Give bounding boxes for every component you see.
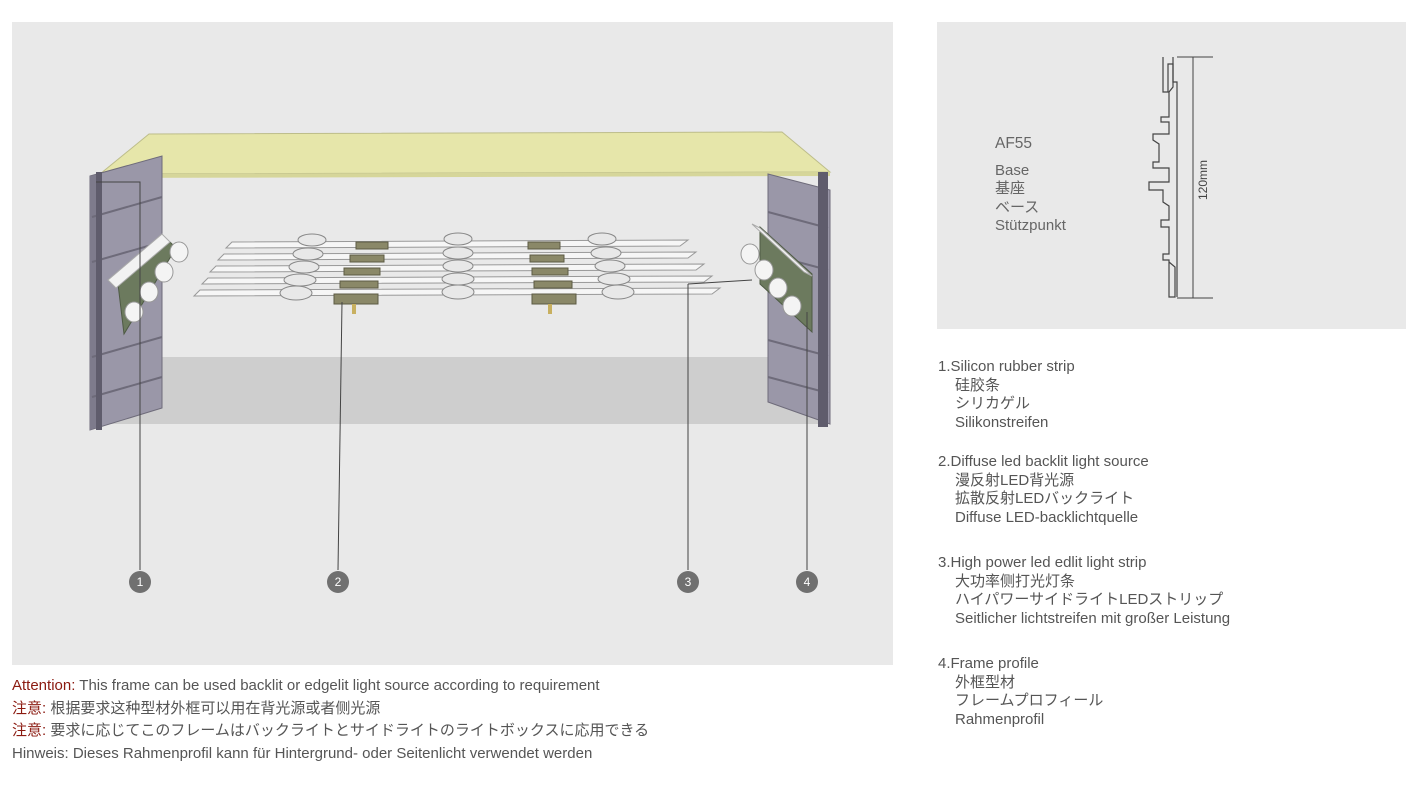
marker-3: 3 — [677, 571, 699, 593]
note-en-label: Attention: — [12, 677, 76, 694]
profile-outline — [1148, 57, 1178, 298]
top-sheet-edge — [100, 172, 830, 178]
note-de: Hinweis: Dieses Rahmenprofil kann für Hi… — [12, 744, 593, 762]
leader-line-2 — [337, 301, 343, 571]
profile-section-panel: 120mm AF55 Base 基座 ベース Stützpunkt — [937, 22, 1406, 329]
note-en: Attention: This frame can be used backli… — [12, 675, 649, 698]
legend-item-4: 4.Frame profile 外框型材 フレームプロフィール Rahmenpr… — [938, 655, 1103, 729]
profile-cross-section: 120mm — [1148, 56, 1213, 299]
legend-item-4-title: 4.Frame profile — [938, 655, 1039, 672]
legend-item-2-zh: 漫反射LED背光源 — [955, 471, 1075, 489]
backlight-led-strips — [192, 232, 722, 314]
leader-line-1 — [96, 181, 141, 570]
legend-item-3-zh: 大功率侧打光灯条 — [955, 572, 1076, 590]
legend-item-1-zh: 硅胶条 — [955, 376, 1001, 394]
marker-2: 2 — [327, 571, 349, 593]
legend-item-2-title: 2.Diffuse led backlit light source — [938, 453, 1149, 470]
note-ja-label: 注意: — [12, 722, 47, 739]
profile-code: AF55 — [995, 135, 1033, 152]
legend-item-2-de: Diffuse LED-backlichtquelle — [955, 508, 1139, 526]
legend-item-1-title: 1.Silicon rubber strip — [938, 358, 1075, 375]
profile-labels: AF55 Base 基座 ベース Stützpunkt — [995, 135, 1066, 236]
marker-1: 1 — [129, 571, 151, 593]
legend-item-1-ja: シリカゲル — [955, 395, 1031, 412]
right-led-strip — [740, 223, 813, 334]
note-ja: 注意: 要求に応じてこのフレームはバックライトとサイドライトのライトボックスに応… — [12, 720, 649, 743]
legend-item-4-ja: フレームプロフィール — [955, 692, 1104, 709]
frame-illustration-panel: 1 2 3 4 — [12, 22, 893, 665]
attention-notes: Attention: This frame can be used backli… — [12, 675, 649, 765]
note-zh: 注意: 根据要求这种型材外框可以用在背光源或者侧光源 — [12, 698, 649, 721]
legend-item-2-ja: 拡散反射LEDバックライト — [955, 490, 1135, 507]
note-en-text: This frame can be used backlit or edgeli… — [75, 677, 600, 694]
legend-item-4-zh: 外框型材 — [955, 673, 1016, 691]
marker-3-label: 3 — [685, 575, 692, 589]
legend-item-2: 2.Diffuse led backlit light source 漫反射LE… — [938, 453, 1149, 527]
left-led-strip — [107, 233, 189, 336]
marker-2-label: 2 — [335, 575, 342, 589]
legend-item-3-ja: ハイパワーサイドライトLEDストリップ — [955, 591, 1224, 608]
bottom-back-panel — [104, 357, 827, 424]
marker-4-label: 4 — [804, 575, 811, 589]
profile-name-de: Stützpunkt — [995, 217, 1066, 234]
profile-name-ja: ベース — [995, 198, 1040, 216]
profile-dimension-line — [1177, 56, 1213, 299]
legend-item-3-title: 3.High power led edlit light strip — [938, 554, 1147, 571]
leader-line-3-arm — [687, 279, 753, 285]
legend-item-3-de: Seitlicher lichtstreifen mit großer Leis… — [955, 609, 1231, 627]
profile-dimension-label: 120mm — [1196, 160, 1210, 200]
leader-lines — [96, 181, 808, 571]
legend-item-1: 1.Silicon rubber strip 硅胶条 シリカゲル Silikon… — [938, 358, 1075, 432]
legend-item-1-de: Silikonstreifen — [955, 413, 1049, 431]
note-ja-text: 要求に応じてこのフレームはバックライトとサイドライトのライトボックスに応用できる — [46, 722, 650, 739]
legend-item-3: 3.High power led edlit light strip 大功率侧打… — [938, 554, 1230, 628]
marker-4: 4 — [796, 571, 818, 593]
profile-name-zh: 基座 — [995, 180, 1026, 197]
note-zh-text: 根据要求这种型材外框可以用在背光源或者侧光源 — [46, 699, 381, 717]
top-diffuser-sheet — [98, 131, 832, 175]
legend-item-4-de: Rahmenprofil — [955, 710, 1045, 728]
note-zh-label: 注意: — [12, 699, 47, 717]
lightbox-frame-diagram: 1 2 3 4 — [89, 131, 832, 593]
profile-name-en: Base — [995, 161, 1030, 179]
marker-1-label: 1 — [137, 575, 144, 589]
